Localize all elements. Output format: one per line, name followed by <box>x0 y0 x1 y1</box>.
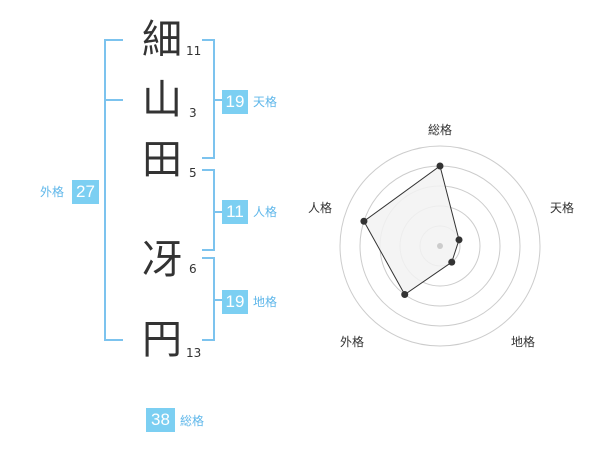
chikaku-value: 19 <box>222 290 248 314</box>
jinkaku-label: 人格 <box>253 205 278 219</box>
radar-label-tenkaku: 天格 <box>550 201 575 215</box>
radar-point-chikaku <box>448 258 456 266</box>
radar-label-jinkaku: 人格 <box>308 201 333 215</box>
stroke-count-5: 13 <box>186 346 202 360</box>
name-char-5: 円 <box>142 317 182 363</box>
radar-point-gaikaku <box>401 291 409 299</box>
name-char-1: 細 <box>142 17 182 63</box>
name-char-3: 田 <box>142 137 182 183</box>
radar-label-gaikaku: 外格 <box>340 335 365 349</box>
gaikaku-bracket <box>104 39 123 341</box>
radar-label-soukaku: 総格 <box>428 123 453 137</box>
radar-polygon <box>363 165 460 296</box>
soukaku-value: 38 <box>146 408 175 432</box>
name-char-4: 冴 <box>142 237 182 283</box>
jinkaku-bracket <box>202 169 215 251</box>
stroke-count-3: 5 <box>189 166 197 180</box>
stroke-count-4: 6 <box>189 262 197 276</box>
tenkaku-value: 19 <box>222 90 248 114</box>
stroke-count-2: 3 <box>189 106 197 120</box>
gaikaku-label: 外格 <box>40 185 65 199</box>
radar-label-chikaku: 地格 <box>511 335 536 349</box>
soukaku-label: 総格 <box>180 414 205 428</box>
radar-center-dot <box>437 243 443 249</box>
stroke-count-1: 11 <box>186 44 202 58</box>
radar-ring-1 <box>339 145 541 347</box>
gaikaku-value: 27 <box>72 180 99 204</box>
jinkaku-value: 11 <box>222 200 248 224</box>
name-char-2: 山 <box>142 77 182 123</box>
tenkaku-label: 天格 <box>253 95 278 109</box>
radar-point-jinkaku <box>360 217 368 225</box>
radar-point-soukaku <box>436 162 444 170</box>
chikaku-label: 地格 <box>253 295 278 309</box>
radar-point-tenkaku <box>455 236 463 244</box>
